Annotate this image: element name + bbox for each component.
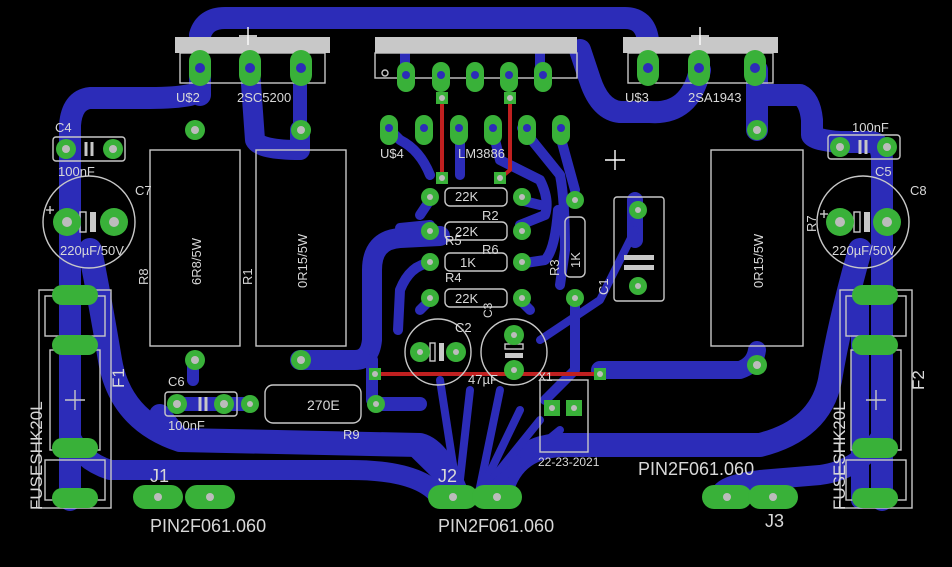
silkscreen-labels: U$2 2SC5200 U$3 2SA1943 U$4 LM3886 C4 10… — [27, 90, 928, 536]
label-u4: U$4 — [380, 146, 404, 161]
capacitor-c5[interactable] — [827, 134, 901, 160]
label-u2: U$2 — [176, 90, 200, 105]
label-fuse-left: FUSESHK20L — [27, 401, 46, 510]
label-r6: R6 — [482, 242, 499, 257]
label-f2: F2 — [909, 370, 928, 390]
label-r7-value: 0R15/5W — [751, 233, 766, 288]
label-pin-j2: PIN2F061.060 — [438, 516, 554, 536]
resistor-r9[interactable] — [264, 384, 362, 424]
label-r-bottom-value: 22K — [455, 291, 478, 306]
label-r1: R1 — [240, 268, 255, 285]
label-j2: J2 — [438, 466, 457, 486]
resistor-r1[interactable] — [255, 149, 347, 347]
capacitor-c1[interactable] — [613, 196, 665, 302]
resistor-r8[interactable] — [149, 149, 241, 347]
label-fuse-right: FUSESHK20L — [830, 401, 849, 510]
label-r3: R3 — [547, 259, 562, 276]
label-r5-value: 22K — [455, 224, 478, 239]
label-c2-value: 47µF — [468, 372, 498, 387]
label-pin-j3: PIN2F061.060 — [638, 459, 754, 479]
capacitor-c6[interactable] — [164, 391, 238, 417]
label-c8: C8 — [910, 183, 927, 198]
label-u3-value: 2SA1943 — [688, 90, 742, 105]
label-u2-value: 2SC5200 — [237, 90, 291, 105]
label-r9-value: 270E — [307, 397, 340, 413]
resistor-r5[interactable] — [444, 221, 508, 241]
label-u4-value: LM3886 — [458, 146, 505, 161]
label-r3-value: 1K — [568, 252, 583, 268]
label-r5: R5 — [445, 233, 462, 248]
label-c1: C1 — [596, 278, 611, 295]
label-j3: J3 — [765, 511, 784, 531]
label-c5-value: 100nF — [852, 120, 889, 135]
label-c2: C2 — [455, 320, 472, 335]
origin-marker-icon — [605, 150, 625, 170]
label-c6-value: 100nF — [168, 418, 205, 433]
label-u3: U$3 — [625, 90, 649, 105]
resistor-r2[interactable] — [444, 187, 508, 207]
label-c4-value: 100nF — [58, 164, 95, 179]
connector-x1[interactable] — [539, 379, 589, 453]
label-pin-j1: PIN2F061.060 — [150, 516, 266, 536]
resistor-r4[interactable] — [444, 252, 508, 272]
label-x1: X1 — [538, 370, 553, 384]
label-r8: R8 — [136, 268, 151, 285]
resistor-r7[interactable] — [710, 149, 804, 347]
label-c3: C3 — [481, 302, 495, 318]
capacitor-c4[interactable] — [52, 136, 126, 162]
label-r9: R9 — [343, 427, 360, 442]
label-c7: C7 — [135, 183, 152, 198]
label-j1: J1 — [150, 466, 169, 486]
label-r8-value: 6R8/5W — [189, 237, 204, 285]
label-r2-value: 22K — [455, 189, 478, 204]
label-r1-value: 0R15/5W — [295, 233, 310, 288]
label-x1-value: 22-23-2021 — [538, 455, 600, 469]
resistor-r-22k-bottom[interactable] — [444, 288, 508, 308]
label-c7-value: 220µF/50V — [60, 243, 124, 258]
label-c8-value: 220µF/50V — [832, 243, 896, 258]
pads — [52, 50, 901, 509]
label-r7: R7 — [804, 215, 819, 232]
label-c6: C6 — [168, 374, 185, 389]
label-r4: R4 — [445, 270, 462, 285]
label-r4-value: 1K — [460, 255, 476, 270]
label-r2: R2 — [482, 208, 499, 223]
label-f1: F1 — [109, 368, 128, 388]
label-c5: C5 — [875, 164, 892, 179]
label-c4: C4 — [55, 120, 72, 135]
resistor-r3[interactable] — [564, 216, 586, 278]
